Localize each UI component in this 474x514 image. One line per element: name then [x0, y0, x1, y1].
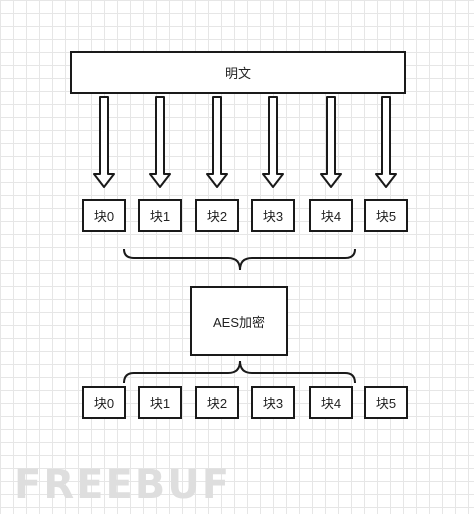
down-arrow-2: [206, 96, 228, 188]
watermark-logo: FREEBUF: [14, 462, 232, 508]
input-block-4: 块4: [309, 199, 353, 232]
output-block-label: 块3: [262, 396, 284, 411]
input-block-label: 块2: [206, 209, 228, 224]
input-block-0: 块0: [82, 199, 126, 232]
down-arrow-1: [149, 96, 171, 188]
output-block-label: 块4: [320, 396, 342, 411]
arrow-group: [93, 96, 397, 188]
output-block-4: 块4: [309, 386, 353, 419]
input-block-5: 块5: [364, 199, 408, 232]
output-block-label: 块1: [149, 396, 171, 411]
input-block-label: 块3: [262, 209, 284, 224]
plaintext-box: 明文: [70, 51, 406, 94]
output-block-label: 块5: [375, 396, 397, 411]
brace-bottom: [123, 360, 356, 384]
brace-top: [123, 248, 356, 271]
down-arrow-5: [375, 96, 397, 188]
output-block-5: 块5: [364, 386, 408, 419]
output-block-label: 块2: [206, 396, 228, 411]
aes-encrypt-label: AES加密: [212, 314, 265, 330]
input-block-3: 块3: [251, 199, 295, 232]
input-block-label: 块1: [149, 209, 171, 224]
output-block-3: 块3: [251, 386, 295, 419]
output-block-0: 块0: [82, 386, 126, 419]
down-arrow-0: [93, 96, 115, 188]
plaintext-label: 明文: [224, 66, 251, 81]
input-block-label: 块0: [93, 209, 115, 224]
input-block-label: 块4: [320, 209, 342, 224]
output-block-label: 块0: [93, 396, 115, 411]
down-arrow-4: [320, 96, 342, 188]
aes-encrypt-box: AES加密: [190, 286, 288, 356]
input-block-2: 块2: [195, 199, 239, 232]
output-block-2: 块2: [195, 386, 239, 419]
down-arrow-3: [262, 96, 284, 188]
output-block-1: 块1: [138, 386, 182, 419]
input-block-1: 块1: [138, 199, 182, 232]
input-block-label: 块5: [375, 209, 397, 224]
